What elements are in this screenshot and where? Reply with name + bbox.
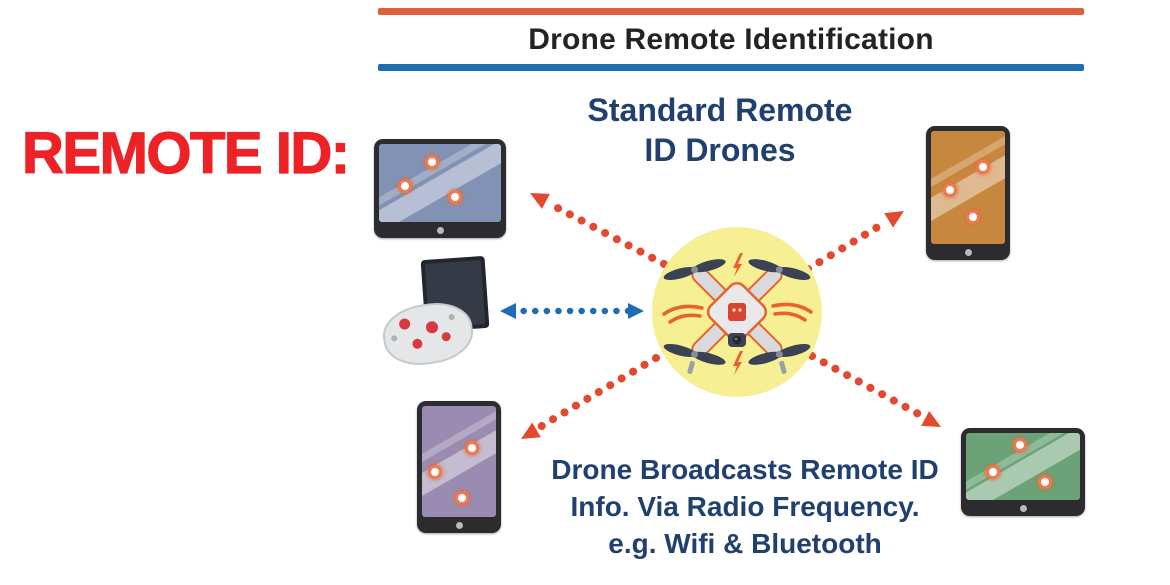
- subtitle-standard-remote-id: Standard Remote ID Drones: [530, 90, 910, 170]
- drone-camera: [728, 333, 746, 347]
- broadcast-arrow-top-left-icon: [530, 193, 668, 268]
- broadcast-arrow-bottom-left-icon: [521, 354, 660, 439]
- caption-line2: Info. Via Radio Frequency.: [570, 491, 920, 522]
- drone-position-dot: [943, 183, 957, 197]
- header-bottom-rule: [378, 64, 1084, 71]
- subtitle-line2: ID Drones: [644, 132, 796, 168]
- drone-position-dot: [966, 210, 980, 224]
- drone-position-dot: [1038, 475, 1052, 489]
- drone-body: [706, 281, 768, 343]
- lightning-bolt-icon: [733, 253, 743, 375]
- home-button: [964, 249, 972, 256]
- drone-propellers: [663, 259, 811, 374]
- control-stick: [398, 317, 411, 331]
- tablet-top-right: [926, 126, 1010, 260]
- monitor-screen: [966, 433, 1080, 500]
- drone-icon: [662, 253, 813, 375]
- tablet-screen: [422, 406, 496, 517]
- control-stick: [425, 320, 439, 335]
- monitor-screen: [379, 144, 501, 222]
- caption-line3: e.g. Wifi & Bluetooth: [608, 528, 882, 559]
- tablet-screen: [931, 131, 1005, 244]
- broadcast-caption: Drone Broadcasts Remote ID Info. Via Rad…: [505, 451, 985, 562]
- remote-id-label: REMOTE ID:: [21, 120, 350, 186]
- monitor-bottom-right: [961, 428, 1085, 516]
- broadcast-arrow-bottom-right-icon: [808, 352, 941, 427]
- home-button: [455, 522, 463, 529]
- home-button: [1019, 505, 1027, 512]
- drone-position-dot: [428, 465, 442, 479]
- control-button: [390, 334, 398, 342]
- caption-line1: Drone Broadcasts Remote ID: [551, 454, 939, 485]
- monitor-top-left: [374, 139, 506, 238]
- signal-waves-icon: [662, 302, 813, 324]
- diagram-title: Drone Remote Identification: [528, 23, 934, 56]
- control-button: [411, 338, 424, 350]
- drone-position-dot: [1013, 438, 1027, 452]
- home-button: [436, 227, 444, 234]
- tablet-bottom-left: [417, 401, 501, 533]
- drone-position-dot: [448, 190, 462, 204]
- drone-position-dot: [425, 155, 439, 169]
- remote-controller-icon: [378, 255, 490, 371]
- drone-position-dot: [465, 441, 479, 455]
- drone-position-dot: [986, 465, 1000, 479]
- drone-position-dot: [976, 160, 990, 174]
- header-top-rule: [378, 8, 1084, 15]
- drone-position-dot: [398, 179, 412, 193]
- drone-position-dot: [455, 491, 469, 505]
- control-link-double-arrow-icon: [500, 303, 644, 319]
- control-button: [448, 313, 456, 321]
- subtitle-line1: Standard Remote: [587, 92, 853, 128]
- control-button: [440, 331, 452, 342]
